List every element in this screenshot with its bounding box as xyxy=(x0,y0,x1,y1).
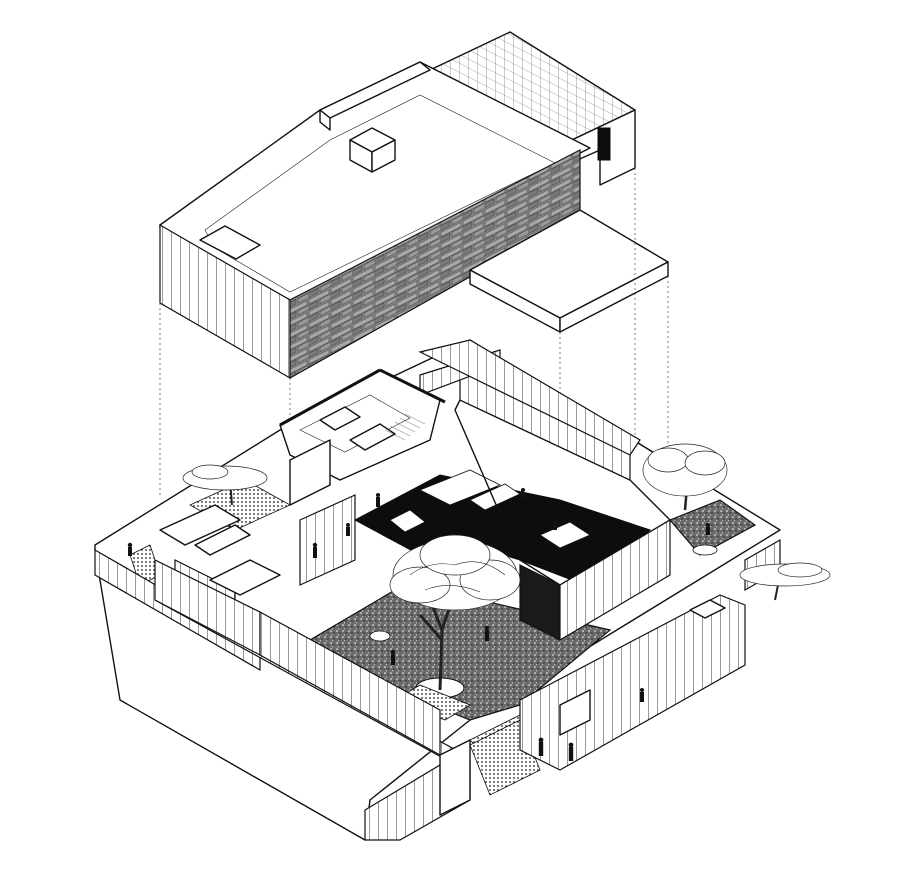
person xyxy=(640,688,644,702)
west-bench xyxy=(159,504,241,546)
person xyxy=(346,523,350,536)
courtyard-tree xyxy=(389,534,521,691)
pavilion-glass-side xyxy=(559,518,671,642)
person xyxy=(538,737,544,756)
person xyxy=(568,742,574,761)
person xyxy=(376,493,380,507)
table-1 xyxy=(419,469,501,506)
pergola-opening xyxy=(597,127,611,161)
stair xyxy=(384,413,426,441)
entrance-door xyxy=(559,689,591,736)
person xyxy=(484,625,490,641)
service-room-a xyxy=(319,406,361,431)
tree-ne xyxy=(642,443,728,511)
ne-garden xyxy=(668,499,757,556)
projection-lines xyxy=(159,168,669,495)
roof-assembly xyxy=(159,31,669,380)
roof-raised-edge-side xyxy=(319,109,331,131)
table-2 xyxy=(469,483,521,511)
courtyard-disc xyxy=(369,630,391,642)
tree-east xyxy=(739,562,831,601)
roof-edge xyxy=(289,149,581,301)
person xyxy=(706,523,710,535)
west-bench-2 xyxy=(194,524,251,556)
skylight-side-right xyxy=(371,139,396,173)
person xyxy=(390,649,396,665)
tree-west xyxy=(182,464,268,506)
people xyxy=(127,488,710,761)
person xyxy=(553,518,557,530)
person xyxy=(312,542,318,558)
east-planter xyxy=(689,599,726,619)
service-room-b xyxy=(349,423,396,451)
perimeter-wall-north xyxy=(418,339,641,456)
roof-hatch xyxy=(199,225,261,260)
entry-pier xyxy=(439,739,471,816)
corridor-wall xyxy=(299,494,356,586)
person xyxy=(127,542,133,556)
ground-floor xyxy=(94,339,781,841)
person xyxy=(521,488,525,500)
west-room-floor xyxy=(209,559,281,596)
table-4 xyxy=(389,509,426,533)
ne-disc xyxy=(692,544,718,556)
core-front-wall xyxy=(289,439,331,506)
table-3 xyxy=(539,521,591,549)
